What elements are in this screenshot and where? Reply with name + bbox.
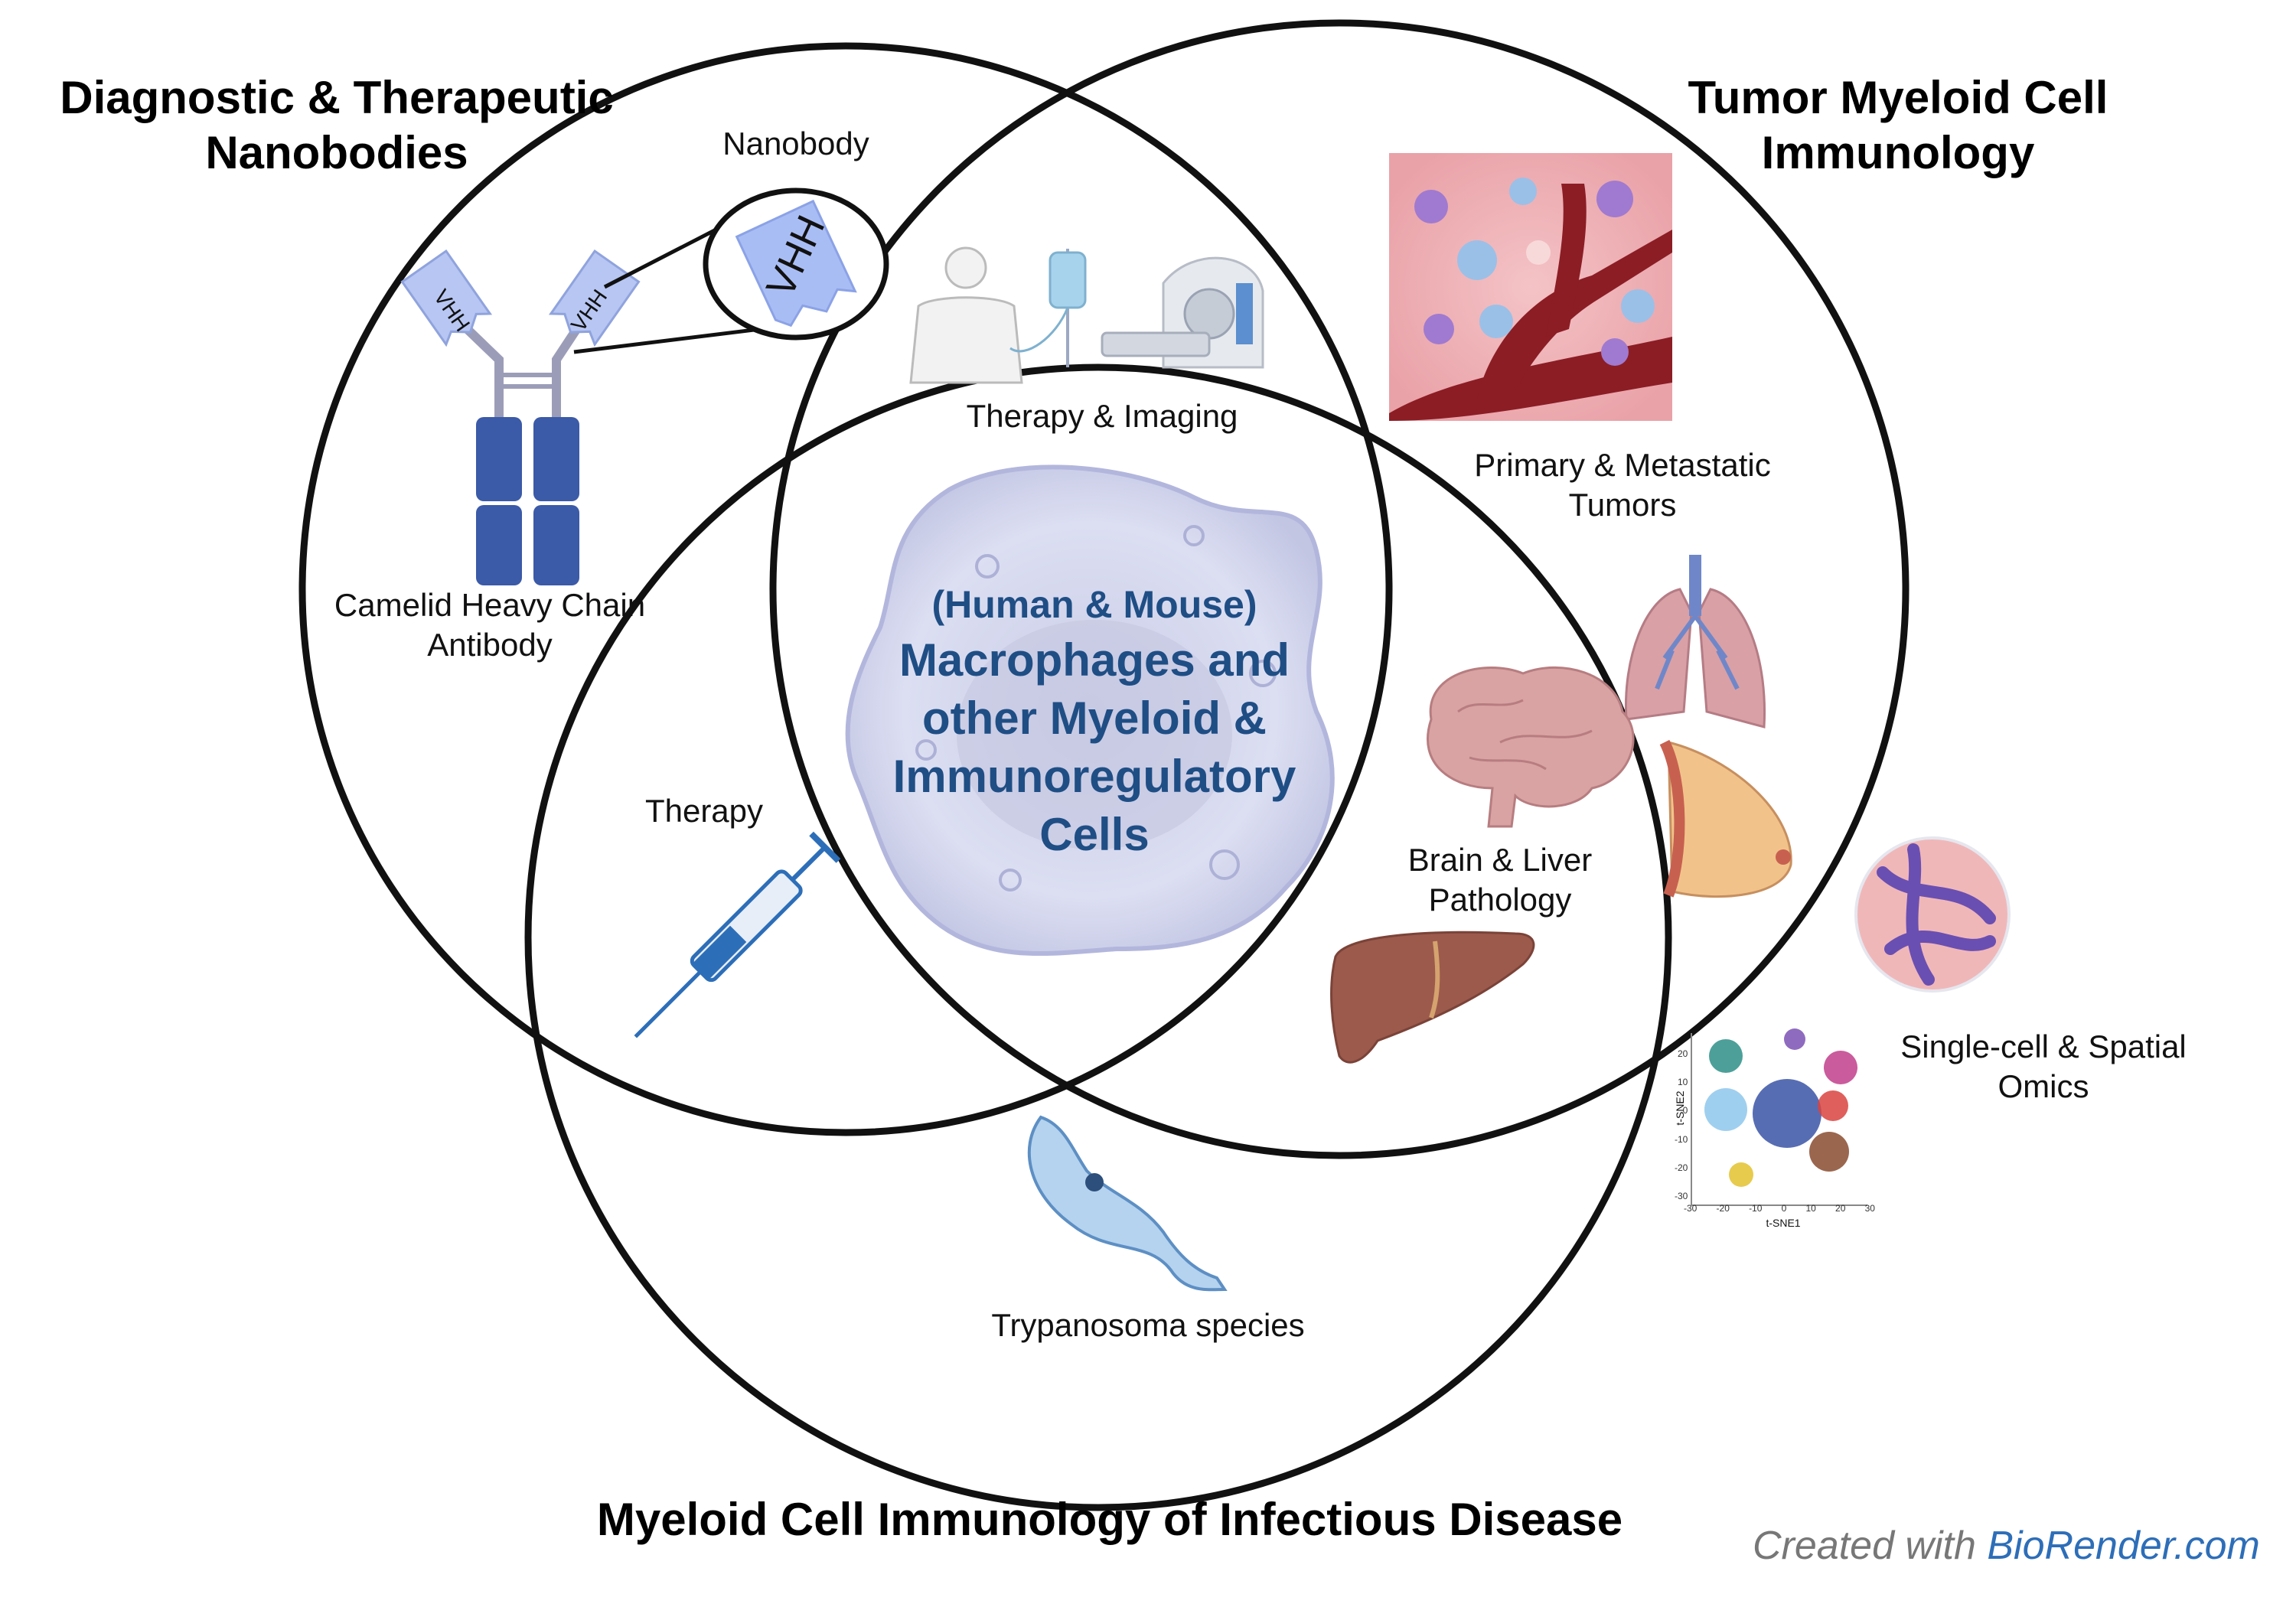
credit-text: Created with: [1753, 1524, 1976, 1568]
label-primary-line2: Tumors: [1568, 487, 1677, 523]
tsne-ytick: -30: [1675, 1190, 1688, 1201]
circle-infectious-disease: [524, 363, 1672, 1511]
tsne-ytick: 10: [1677, 1077, 1688, 1088]
tsne-xtick: -20: [1716, 1203, 1730, 1214]
center-label: (Human & Mouse) Macrophages and other My…: [842, 578, 1347, 864]
macrophage-cell-illustration: [845, 464, 1335, 957]
tsne-ytick: 0: [1682, 1105, 1688, 1116]
title-infectious-disease: Myeloid Cell Immunology of Infectious Di…: [596, 1494, 1623, 1545]
tsne-xtick: -10: [1749, 1203, 1763, 1214]
label-primary-line1: Primary & Metastatic: [1474, 447, 1771, 483]
label-omics-line1: Single-cell & Spatial: [1900, 1028, 2187, 1064]
label-camelid-antibody: Camelid Heavy Chain Antibody: [291, 585, 689, 665]
title-nanobodies-line1: Diagnostic & Therapeutic: [60, 72, 614, 123]
liver-illustration: [1330, 931, 1535, 1064]
nanobody-zoom-illustration: [573, 187, 889, 354]
biorender-link[interactable]: BioRender.com: [1987, 1524, 2260, 1568]
label-camelid-line1: Camelid Heavy Chain: [334, 587, 646, 623]
title-nanobodies-line2: Nanobodies: [205, 127, 468, 178]
label-primary-metastatic: Primary & Metastatic Tumors: [1416, 445, 1829, 525]
brain-illustration: [1427, 666, 1635, 828]
syringe-illustration: [634, 831, 841, 1038]
circle-tumor-myeloid: [769, 19, 1910, 1159]
camelid-antibody-illustration: [400, 249, 641, 585]
label-therapy: Therapy: [644, 793, 764, 829]
label-nanobody: Nanobody: [722, 125, 869, 161]
label-brain-line2: Pathology: [1428, 882, 1572, 918]
label-single-cell-omics: Single-cell & Spatial Omics: [1852, 1027, 2235, 1107]
title-tumor-line1: Tumor Myeloid Cell: [1688, 72, 2108, 123]
tsne-yticks: 20 10 0 -10 -20 -30: [1675, 1048, 1688, 1201]
biorender-credit: Created with BioRender.com: [1753, 1523, 2260, 1569]
tsne-xtick: -30: [1684, 1203, 1698, 1214]
tsne-ytick: -20: [1675, 1162, 1688, 1173]
tsne-xtick: 30: [1864, 1203, 1875, 1214]
title-nanobodies: Diagnostic & Therapeutic Nanobodies: [31, 70, 643, 181]
tsne-xlabel: t-SNE1: [1766, 1217, 1801, 1229]
center-line1: (Human & Mouse): [931, 583, 1257, 626]
tsne-ytick: 20: [1677, 1048, 1688, 1059]
label-camelid-line2: Antibody: [427, 627, 553, 663]
tsne-ytick: -10: [1675, 1133, 1688, 1145]
tsne-plot: [1691, 1028, 1867, 1206]
tsne-clusters: [1704, 1028, 1857, 1187]
center-line4: Immunoregulatory: [892, 751, 1296, 802]
breast-illustration: [1659, 739, 1792, 898]
center-line3: other Myeloid &: [921, 693, 1267, 744]
patient-iv-scanner-illustration: [909, 246, 1264, 384]
trypanosoma-illustration: [1027, 1115, 1228, 1292]
label-brain-liver: Brain & Liver Pathology: [1347, 840, 1653, 920]
venn-circles: [298, 19, 1910, 1511]
tsne-xtick: 0: [1781, 1203, 1787, 1214]
label-trypanosoma: Trypanosoma species: [991, 1307, 1305, 1343]
tsne-xticks: -30 -20 -10 0 10 20 30: [1684, 1203, 1875, 1214]
tsne-xtick: 20: [1835, 1203, 1846, 1214]
lungs-illustration: [1624, 555, 1766, 729]
label-omics-line2: Omics: [1998, 1068, 2089, 1104]
title-tumor-myeloid: Tumor Myeloid Cell Immunology: [1592, 70, 2204, 181]
circle-nanobodies: [298, 42, 1393, 1136]
tumor-tissue-illustration: [1389, 153, 1672, 421]
tsne-xtick: 10: [1805, 1203, 1816, 1214]
center-line2: Macrophages and: [899, 634, 1290, 686]
spatial-omics-illustration: [1854, 836, 2011, 993]
label-therapy-imaging: Therapy & Imaging: [966, 398, 1238, 434]
label-brain-line1: Brain & Liver: [1407, 842, 1593, 878]
title-tumor-line2: Immunology: [1761, 127, 2035, 178]
center-line5: Cells: [1039, 809, 1150, 860]
